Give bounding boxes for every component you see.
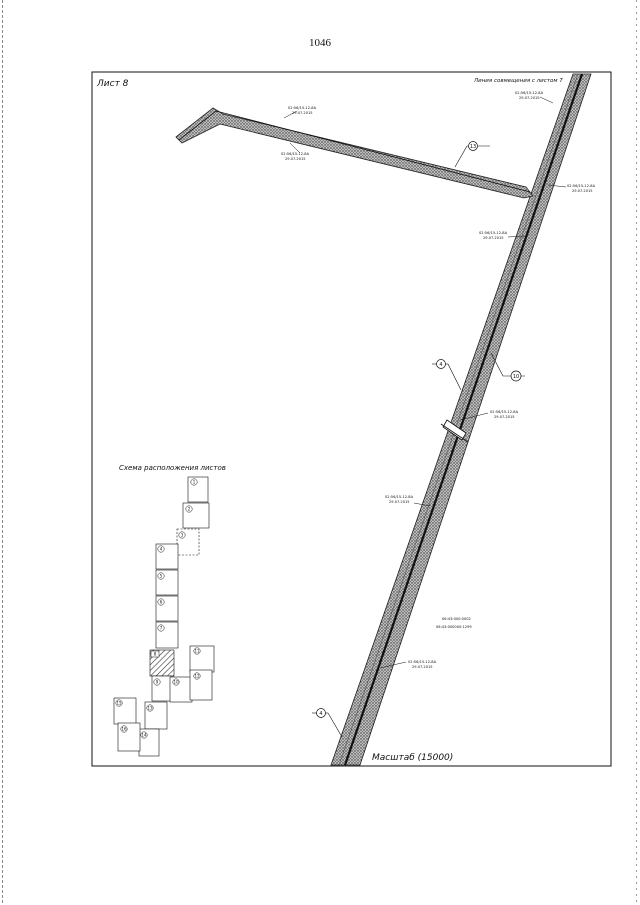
- svg-text:02:56/15-12-8А: 02:56/15-12-8А: [479, 231, 508, 235]
- callout-10: 10: [490, 352, 525, 382]
- svg-text:10: 10: [173, 680, 179, 685]
- callout-10-label: 10: [513, 374, 519, 380]
- svg-text:12: 12: [194, 674, 200, 679]
- svg-text:14: 14: [141, 733, 147, 738]
- svg-text:02:56/15-12-8А: 02:56/15-12-8А: [490, 410, 519, 414]
- branch-corridor: [175, 107, 534, 199]
- parcel-label-6: 02:56/15-12-8А 29.07.2015: [459, 410, 519, 421]
- sheet-frame: [91, 71, 612, 767]
- parcel-label-3: 02:56/15-12-8А 29.07.2015: [281, 142, 310, 161]
- page-scan-edge-right: [636, 0, 637, 905]
- svg-text:2: 2: [188, 507, 191, 512]
- parcel-label-4: 02:56/15-12-8А 29.07.2015: [547, 184, 596, 193]
- svg-text:6: 6: [160, 600, 163, 605]
- corridor-inner-line: [338, 73, 579, 766]
- svg-text:02:56/15-12-8А: 02:56/15-12-8А: [515, 91, 544, 95]
- callout-4-lower: 4: [312, 708, 343, 738]
- parcel-label-7: 02:56/15-12-8А 29.07.2015: [385, 495, 431, 507]
- svg-text:5: 5: [160, 574, 163, 579]
- svg-text:1: 1: [193, 480, 196, 485]
- callout-4-lower-label: 4: [319, 711, 322, 717]
- svg-text:02:56/15-12-8А: 02:56/15-12-8А: [408, 660, 437, 664]
- svg-text:29.07.2015: 29.07.2015: [572, 189, 593, 193]
- page-number: 1046: [309, 37, 331, 49]
- svg-text:02:56/15-12-8А: 02:56/15-12-8А: [281, 152, 310, 156]
- cadastral-label-1: 06:43:000:0002: [442, 617, 471, 621]
- parcel-label-5: 02:56/15-12-8А 29.07.2015: [479, 231, 527, 240]
- scheme-sheet-numbers: 1 2 3 4 5 6 7 8 9 10 11 12 13 14 15 16: [115, 478, 201, 739]
- svg-text:9: 9: [156, 680, 159, 685]
- svg-text:8: 8: [154, 652, 157, 657]
- svg-text:29.07.2015: 29.07.2015: [285, 157, 306, 161]
- crossing-marker: [442, 419, 467, 441]
- scheme-sheet-12: [189, 669, 213, 701]
- callout-4-upper: 4: [432, 359, 462, 391]
- svg-text:3: 3: [181, 533, 184, 538]
- branch-axis: [178, 110, 531, 193]
- svg-text:16: 16: [121, 727, 127, 732]
- svg-text:02:56/15-12-8А: 02:56/15-12-8А: [385, 495, 414, 499]
- svg-text:29.07.2015: 29.07.2015: [292, 111, 313, 115]
- callout-4-upper-label: 4: [439, 362, 442, 368]
- sheet-layout-scheme: [113, 476, 215, 757]
- svg-text:11: 11: [194, 649, 200, 654]
- svg-text:4: 4: [160, 547, 163, 552]
- svg-text:29.07.2015: 29.07.2015: [412, 665, 433, 669]
- scale-label: Масштаб (15000): [372, 753, 453, 763]
- cadastral-label-2: 06:43:000000:1299: [436, 625, 472, 629]
- svg-text:29.07.2015: 29.07.2015: [483, 236, 504, 240]
- svg-text:13: 13: [147, 706, 153, 711]
- scheme-title: Схема расположения листов: [119, 464, 226, 472]
- parcel-label-2: 02:56/15-12-8А 29.07.2015: [283, 106, 317, 119]
- svg-text:02:56/15-12-8А: 02:56/15-12-8А: [288, 106, 317, 110]
- svg-text:7: 7: [160, 626, 163, 631]
- svg-text:15: 15: [116, 701, 122, 706]
- sheet-label: Лист 8: [96, 79, 129, 89]
- page-scan-edge-left: [2, 0, 3, 905]
- pipeline-axis: [343, 73, 584, 766]
- match-line-label: Линия совмещения с листом 7: [473, 78, 563, 84]
- callout-13-label: 13: [470, 144, 476, 150]
- svg-text:29.07.2015: 29.07.2015: [389, 500, 410, 504]
- svg-text:29.07.2015: 29.07.2015: [494, 415, 515, 419]
- callout-13: 13: [454, 141, 490, 168]
- svg-text:29.07.2015: 29.07.2015: [519, 96, 540, 100]
- svg-text:02:56/15-12-8А: 02:56/15-12-8А: [567, 184, 596, 188]
- crossing-line: [440, 423, 469, 443]
- parcel-label-1: 02:56/15-12-8А 29.07.2015: [515, 91, 554, 104]
- parcel-label-8: 02:56/15-12-8А 29.07.2015: [379, 660, 437, 669]
